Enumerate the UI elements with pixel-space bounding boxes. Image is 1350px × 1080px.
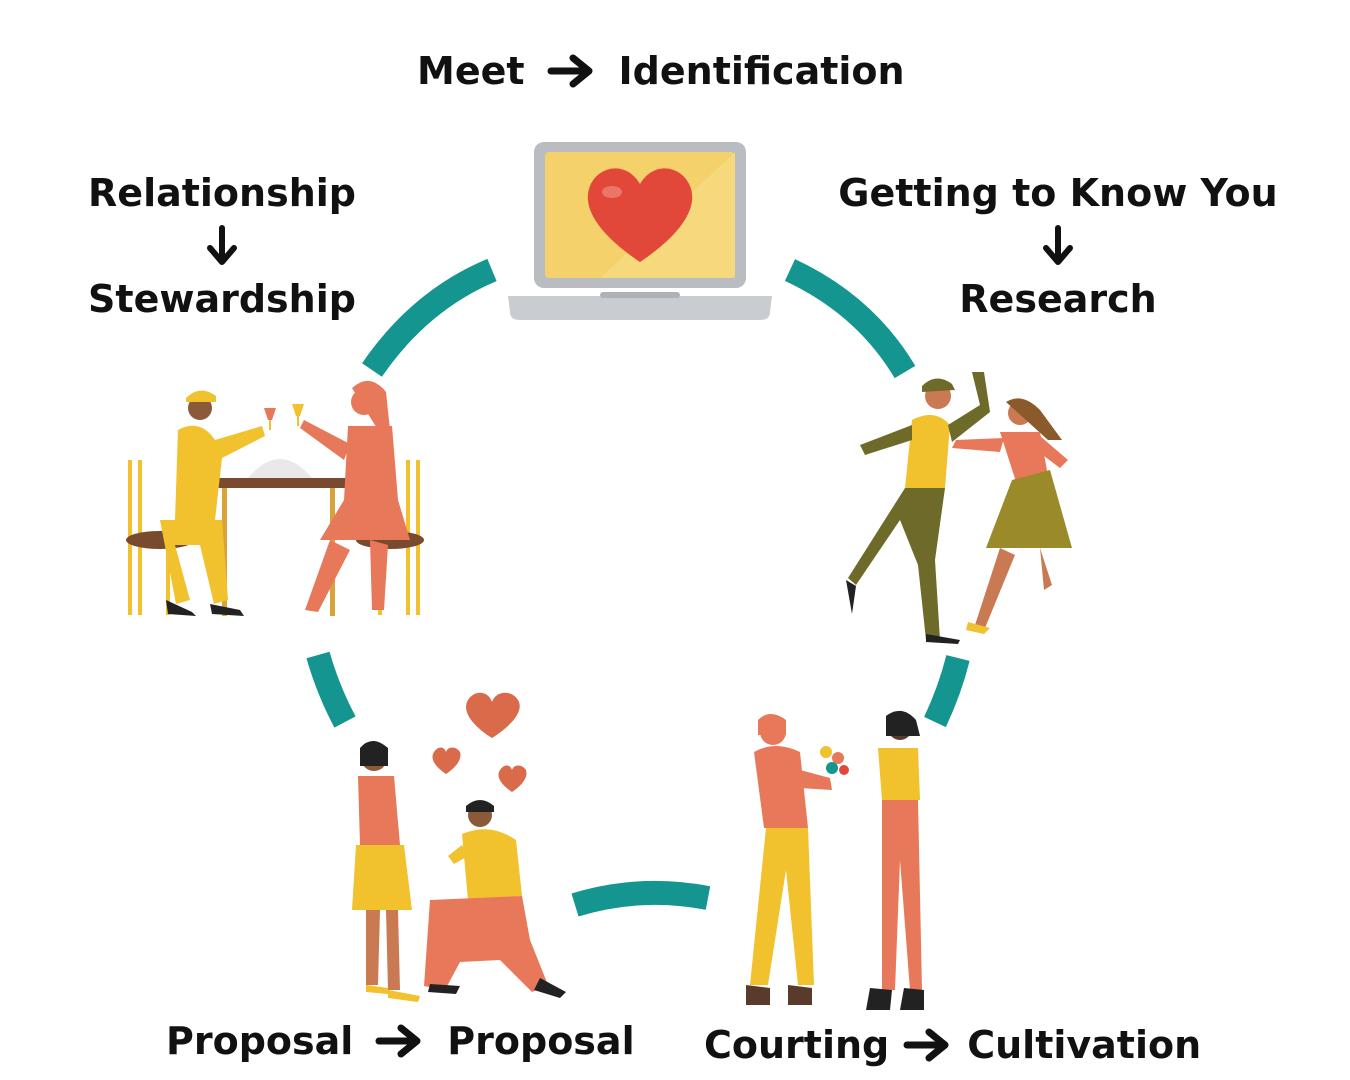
- heart-icon: [432, 747, 461, 774]
- arrow-right-icon: [375, 1024, 425, 1058]
- stage-getting-from: Getting to Know You: [838, 171, 1278, 215]
- arc-top-left: [362, 258, 497, 377]
- stage-getting-to: Research: [959, 277, 1157, 321]
- heart-icon: [498, 765, 527, 792]
- arc-right: [924, 655, 970, 728]
- stage-meet-to: Identification: [618, 49, 905, 93]
- laptop-heart-icon: [508, 142, 772, 320]
- stage-proposal: Proposal Proposal: [166, 1022, 635, 1060]
- stage-relationship: Relationship Stewardship: [88, 174, 356, 318]
- cycle-arcs: [306, 258, 970, 917]
- dancing-couple-illustration: [846, 372, 1072, 644]
- heart-icon: [466, 692, 520, 738]
- stage-getting: Getting to Know You Research: [838, 174, 1277, 321]
- stage-courting-from: Courting: [704, 1023, 890, 1067]
- stage-meet-from: Meet: [417, 49, 525, 93]
- arrow-down-icon: [1041, 224, 1075, 268]
- arrow-right-icon: [903, 1028, 953, 1062]
- courting-illustration: [746, 710, 924, 1010]
- stage-proposal-from: Proposal: [166, 1019, 354, 1063]
- stage-courting: Courting Cultivation: [704, 1026, 1201, 1064]
- arc-bottom: [571, 880, 711, 917]
- arc-left: [306, 651, 356, 728]
- stage-proposal-to: Proposal: [447, 1019, 635, 1063]
- arrow-right-icon: [547, 54, 597, 88]
- stage-courting-to: Cultivation: [967, 1023, 1202, 1067]
- arrow-down-icon: [205, 224, 239, 268]
- stage-relationship-from: Relationship: [88, 171, 356, 215]
- stage-relationship-to: Stewardship: [88, 277, 356, 321]
- proposal-illustration: [352, 692, 566, 1002]
- dinner-date-illustration: [126, 380, 424, 616]
- arc-top-right: [784, 259, 916, 379]
- stage-meet: Meet Identification: [417, 52, 905, 90]
